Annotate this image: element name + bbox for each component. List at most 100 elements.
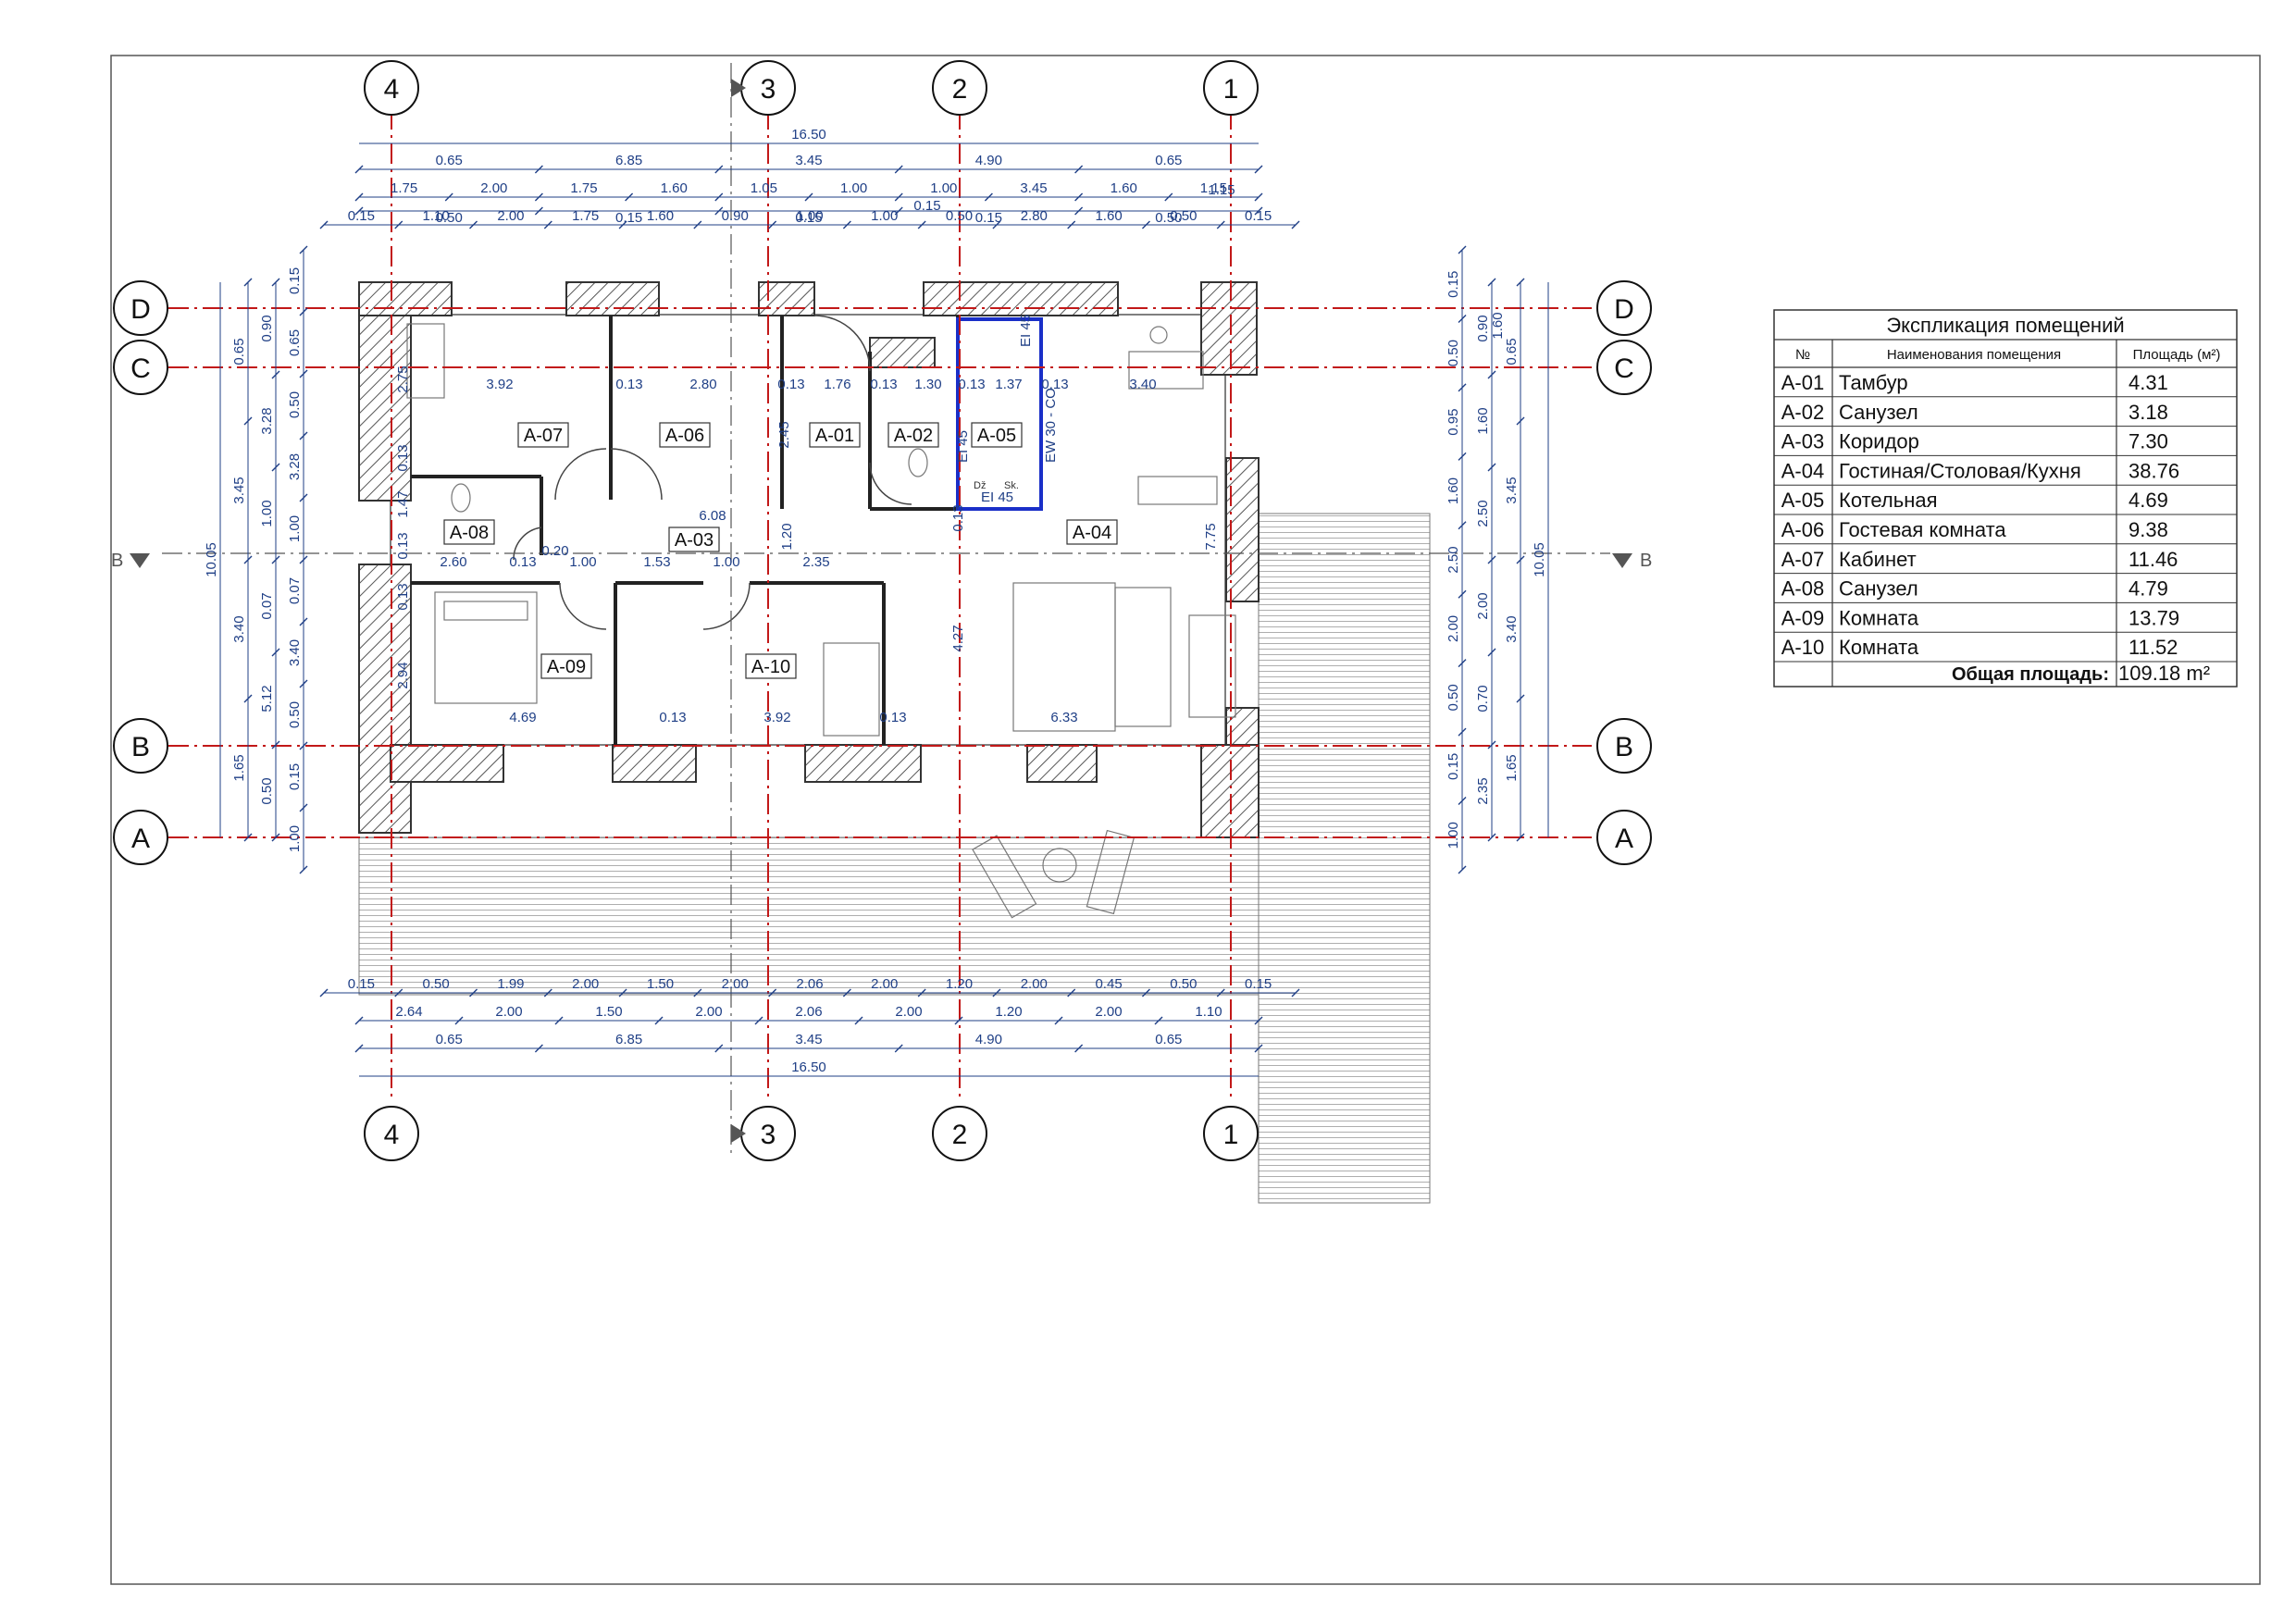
- dimension-tick: [894, 192, 903, 202]
- dimension-bottom-row1-value: 0.50: [423, 976, 450, 992]
- dimension-interior-value: 1.76: [824, 377, 850, 392]
- grid-label-column: 2: [952, 74, 968, 105]
- dimension-tick: [1254, 1044, 1263, 1053]
- dimension-right-col3-value: 2.00: [1446, 615, 1461, 642]
- explication-row-name: Гостевая комната: [1839, 518, 2006, 541]
- dimension-bottom-row2-value: 2.00: [1095, 1004, 1122, 1020]
- dimension-tick: [1458, 383, 1467, 392]
- dimension-tick: [917, 988, 926, 997]
- dimension-tick: [299, 369, 308, 378]
- dimension-tick: [1458, 314, 1467, 323]
- dimension-left-col3-value: 0.07: [287, 577, 303, 604]
- dimension-top-row3-value: 0.15: [348, 208, 375, 224]
- dimension-bottom-row3-value: 6.85: [615, 1032, 642, 1047]
- dimension-tick: [693, 988, 702, 997]
- dimension-left-col1-value: 3.45: [231, 477, 247, 503]
- room-tag-frame: [971, 422, 1023, 448]
- dimension-tick: [1458, 797, 1467, 806]
- dimension-tick: [299, 431, 308, 440]
- explication-row-area: 4.79: [2128, 577, 2168, 601]
- dimension-bottom-row2-value: 1.50: [595, 1004, 622, 1020]
- dimension-left-col3-value: 0.15: [287, 267, 303, 294]
- dimension-interior-value: 3.92: [486, 377, 513, 392]
- dimension-bottom-row3-value: 0.65: [436, 1032, 463, 1047]
- dimension-tick: [1458, 865, 1467, 874]
- dimension-tick: [354, 1016, 364, 1025]
- dimension-tick: [319, 220, 329, 229]
- explication-title: Экспликация помещений: [1886, 314, 2124, 337]
- dimension-tick: [854, 1016, 863, 1025]
- dimension-tick: [1487, 555, 1496, 564]
- dimension-tick: [754, 1016, 763, 1025]
- dimension-interior-value: 6.33: [1050, 710, 1077, 725]
- dimension-bottom-overall: 16.50: [791, 1059, 826, 1075]
- grid-label-row: B: [1615, 732, 1633, 762]
- dimension-top-row2-sub-value: 0.50: [436, 210, 463, 226]
- explication-row-number: A-09: [1781, 606, 1824, 629]
- dimension-tick: [394, 220, 403, 229]
- dimension-right-col3-value: 0.50: [1446, 684, 1461, 711]
- dimension-interior-value: 2.60: [440, 554, 466, 570]
- grid-label-column: 4: [384, 74, 400, 105]
- dimension-top-row2-value: 1.15: [1200, 180, 1227, 196]
- explication-row-name: Санузел: [1839, 401, 1918, 424]
- dimension-tick: [299, 741, 308, 750]
- explication-row-name: Комната: [1839, 636, 1919, 659]
- explication-header-name: Наименования помещения: [1887, 347, 2061, 363]
- dimension-interior-value: 2.75: [395, 365, 411, 392]
- explication-row-name: Гостиная/Столовая/Кухня: [1839, 459, 2081, 482]
- dimension-tick: [469, 988, 478, 997]
- dimension-tick: [1054, 1016, 1063, 1025]
- grid-bubble-row: [113, 718, 168, 774]
- dimension-interior-value: 0.13: [395, 532, 411, 559]
- dimension-tick: [804, 192, 813, 202]
- grid-bubble-column: [1203, 1106, 1259, 1161]
- grid-label-column: 1: [1223, 74, 1239, 105]
- room-tag-frame: [443, 519, 495, 545]
- dimension-left-col1-value: 3.40: [231, 615, 247, 642]
- dimension-top-row2-value: 1.60: [661, 180, 688, 196]
- dimension-interior-value: 1.47: [395, 490, 411, 517]
- dimension-interior-value: 0.13: [879, 710, 906, 725]
- dimension-top-row3-value: 1.60: [647, 208, 674, 224]
- dimension-tick: [243, 833, 253, 842]
- boiler-note: Dž: [974, 480, 986, 491]
- dimension-right-col1-value: 0.65: [1504, 338, 1520, 365]
- section-mark-left: В: [111, 551, 123, 571]
- dimension-top-row2-value: 1.75: [391, 180, 417, 196]
- dimension-tick: [714, 165, 724, 174]
- section-mark-right: В: [1640, 551, 1652, 571]
- room-tag-frame: [517, 422, 569, 448]
- dimension-interior-value: 0.13: [870, 377, 897, 392]
- explication-row-area: 11.52: [2128, 636, 2178, 659]
- dimension-tick: [299, 307, 308, 316]
- explication-row-area: 9.38: [2128, 518, 2168, 541]
- grid-bubble-row: [1596, 718, 1652, 774]
- dimension-tick: [299, 555, 308, 564]
- section-arrow-left-icon: [130, 553, 150, 568]
- dimension-left-col2-value: 0.50: [259, 777, 275, 804]
- boiler-room-notes: EI 45 EW 30 - CO EI 45 EI 45 Dž Sk.: [955, 315, 1059, 505]
- boiler-note: EW 30 - CO: [1043, 388, 1059, 463]
- dimension-interior-value: 3.40: [1129, 377, 1156, 392]
- dimension-interior-value: 2.80: [689, 377, 716, 392]
- dimension-tick: [714, 1044, 724, 1053]
- dimension-interior-value: 7.75: [1203, 523, 1219, 550]
- dimension-tick: [654, 1016, 664, 1025]
- dimension-right-col1-value: 3.45: [1504, 477, 1520, 503]
- dimension-tick: [543, 220, 552, 229]
- dimension-interior-value: 4.69: [509, 710, 536, 725]
- dimension-bottom-row2-value: 2.00: [695, 1004, 722, 1020]
- dimension-interior-value: 1.20: [779, 523, 795, 550]
- dimension-tick: [618, 988, 627, 997]
- dimension-top-row2-value: 1.05: [751, 180, 777, 196]
- dimension-right-col2-value: 2.00: [1475, 592, 1491, 619]
- dimension-tick: [1254, 206, 1263, 216]
- dimension-tick: [917, 220, 926, 229]
- dimension-top-row1-value: 6.85: [615, 153, 642, 168]
- dimension-top-row3-value: 2.80: [1021, 208, 1048, 224]
- dimension-tick: [1458, 521, 1467, 530]
- grid-label-column: 1: [1223, 1120, 1239, 1150]
